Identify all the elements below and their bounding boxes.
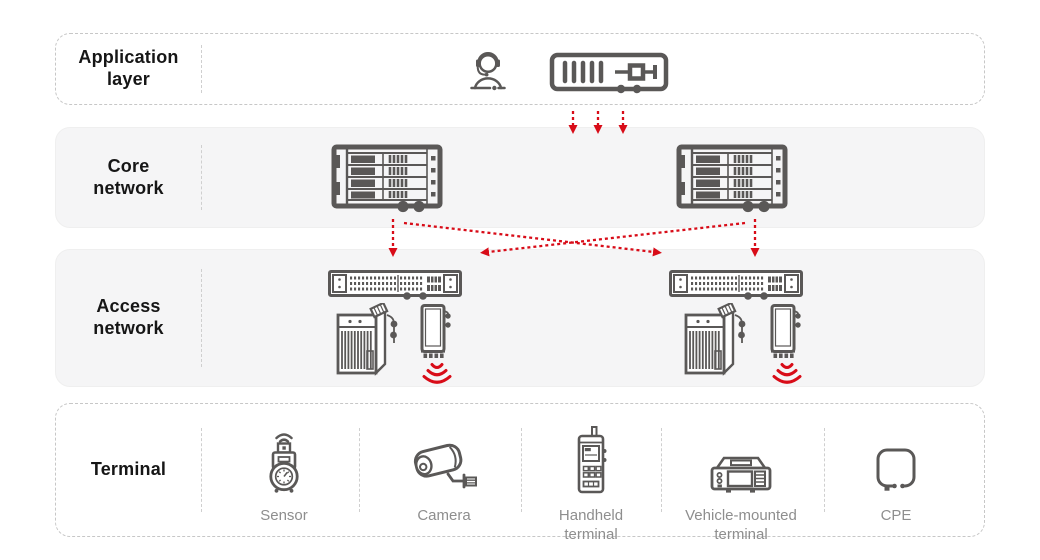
terminal-item-label: Camera	[417, 507, 471, 524]
core-router-icon	[676, 144, 788, 214]
terminal-layer-label: Terminal	[56, 404, 201, 536]
label-divider	[201, 145, 202, 210]
application-layer-label-text: Application layer	[78, 47, 179, 89]
terminal-item-cpe: CPE	[826, 426, 966, 526]
label-divider	[201, 45, 202, 93]
rru-icon	[419, 304, 453, 362]
bbu-cabinet-icon	[682, 303, 746, 377]
sensor-icon	[258, 426, 310, 494]
application-layer-label: Application layer	[56, 34, 201, 104]
terminal-item-vehicle: Vehicle-mounted terminal	[671, 426, 811, 545]
core-network-layer: Core network	[55, 127, 985, 228]
terminal-item-camera: Camera	[374, 426, 514, 526]
camera-icon	[407, 426, 481, 494]
terminal-item-sensor: Sensor	[214, 426, 354, 526]
handheld-terminal-icon	[571, 426, 611, 494]
terminal-divider	[359, 428, 360, 512]
label-divider	[201, 269, 202, 367]
terminal-divider	[521, 428, 522, 512]
terminal-divider	[824, 428, 825, 512]
label-divider	[201, 428, 202, 512]
rru-icon	[769, 304, 803, 362]
application-layer: Application layer	[55, 33, 985, 105]
cpe-icon	[875, 426, 917, 494]
operator-icon	[469, 48, 507, 93]
core-network-label-text: Core network	[93, 155, 164, 198]
radio-signal-icon	[420, 362, 454, 385]
vehicle-mounted-terminal-icon	[709, 426, 773, 494]
access-switch-icon	[328, 270, 462, 300]
terminal-item-label: Sensor	[260, 507, 308, 524]
access-network-label-text: Access network	[93, 296, 164, 338]
terminal-item-label: Vehicle-mounted terminal	[685, 507, 797, 543]
terminal-item-handheld: Handheld terminal	[521, 426, 661, 545]
terminal-divider	[661, 428, 662, 512]
terminal-label-text: Terminal	[90, 459, 167, 480]
access-network-layer-label: Access network	[56, 250, 201, 386]
core-network-layer-label: Core network	[56, 128, 201, 227]
access-network-layer: Access network	[55, 249, 985, 387]
core-router-icon	[331, 144, 443, 214]
radio-signal-icon	[770, 362, 804, 385]
bbu-cabinet-icon	[334, 303, 398, 377]
terminal-item-label: Handheld terminal	[558, 507, 624, 543]
terminal-item-label: CPE	[880, 507, 912, 524]
application-server-icon	[549, 52, 669, 94]
access-switch-icon	[669, 270, 803, 300]
terminal-layer: Terminal	[55, 403, 985, 543]
